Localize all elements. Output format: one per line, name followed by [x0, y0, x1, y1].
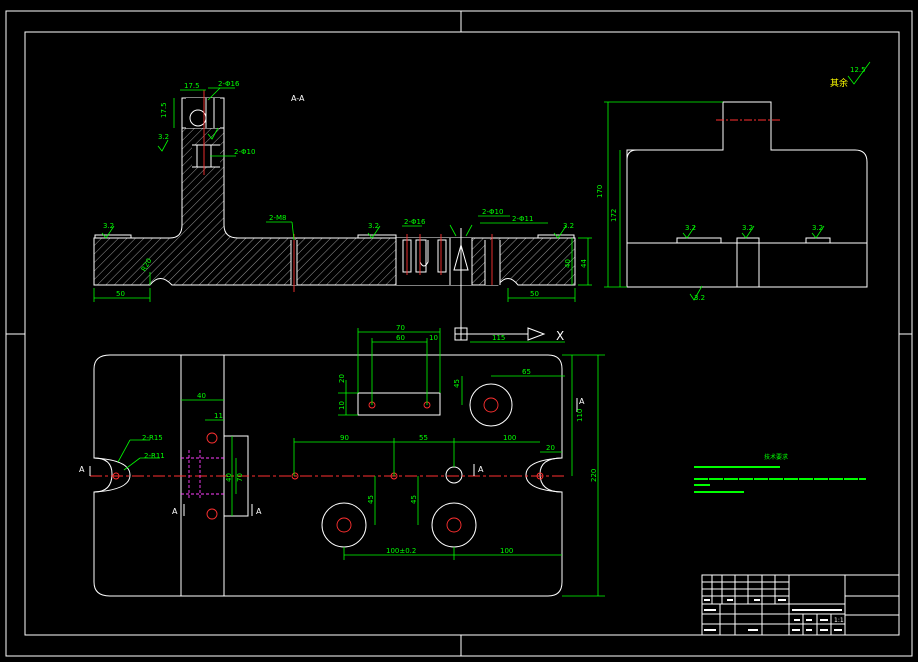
section-mark-a-bottom-right: A	[256, 507, 262, 516]
dim-60: 60	[396, 334, 405, 342]
axis-x-label: X	[556, 329, 564, 343]
roughness-5: 3.2	[685, 224, 696, 232]
plan-view: X	[79, 324, 605, 597]
dim-45-b: 45	[367, 495, 375, 504]
section-mark-a-left: A	[79, 465, 85, 474]
dim-45: 45	[453, 379, 461, 388]
roughness-7: 3.2	[812, 224, 823, 232]
dim-50-right: 50	[530, 290, 539, 298]
dim-40-b: 40	[225, 473, 233, 482]
section-mark-a-right: A	[579, 397, 585, 406]
dim-70-b: 70	[236, 473, 244, 482]
dim-10: 10	[429, 334, 438, 342]
dim-50-left: 50	[116, 290, 125, 298]
dim-45-c: 45	[410, 495, 418, 504]
section-view: A-A	[93, 80, 592, 340]
hole-mid-label: 2-Φ10	[234, 148, 255, 156]
technical-requirements: 技术要求	[694, 453, 866, 493]
dim-220: 220	[590, 469, 598, 482]
section-label: A-A	[291, 94, 305, 103]
hole-top-label: 2-Φ16	[218, 80, 240, 88]
hole-m8-label: 2-M8	[269, 214, 286, 222]
dim-172: 172	[610, 209, 618, 222]
dim-175: 17.5	[184, 82, 200, 90]
dim-55: 55	[419, 434, 428, 442]
dim-110: 110	[576, 409, 584, 422]
dim-65: 65	[522, 368, 531, 376]
dim-90: 90	[340, 434, 349, 442]
dim-40: 40	[564, 259, 572, 268]
roughness-8: 3.2	[694, 294, 705, 302]
section-mark-a-bottom-left: A	[172, 507, 178, 516]
roughness-3: 3.2	[368, 222, 379, 230]
roughness-6: 3.2	[742, 224, 753, 232]
roughness-2: 3.2	[158, 133, 169, 141]
hole-right-label: 2-Φ10	[482, 208, 503, 216]
dim-100-bottom: 100	[500, 547, 513, 555]
hole-right2-label: 2-Φ11	[512, 215, 533, 223]
dim-11: 11	[214, 412, 223, 420]
scale-value: 1:1	[834, 617, 844, 624]
roughness-other-label: 其余	[830, 77, 848, 89]
dim-100: 100	[503, 434, 516, 442]
dim-40: 40	[197, 392, 206, 400]
roughness-4: 3.2	[563, 222, 574, 230]
dim-20b: 20	[338, 374, 346, 383]
roughness-1: 3.2	[103, 222, 114, 230]
dim-tolerance: 100±0.2	[386, 547, 416, 555]
dim-70: 70	[396, 324, 405, 332]
tech-req-title: 技术要求	[764, 453, 788, 461]
dim-r15: 2-R15	[142, 434, 163, 442]
hole-center-label: 2-Φ16	[404, 218, 426, 226]
dim-175-vertical: 17.5	[160, 102, 168, 118]
dim-115: 115	[492, 334, 505, 342]
dim-r11: 2-R11	[144, 452, 165, 460]
dim-44: 44	[580, 259, 588, 268]
roughness-other-value: 12.5	[850, 66, 866, 74]
dim-170: 170	[596, 185, 604, 198]
dim-20: 20	[546, 444, 555, 452]
section-mark-a-center: A	[478, 465, 484, 474]
dim-10b: 10	[338, 401, 346, 410]
drawing-frame	[5, 10, 913, 657]
title-block: 1:1	[701, 574, 900, 636]
side-view: 170 172 3.2 3.2 3.2 3.2 其余 12.5	[596, 61, 871, 302]
